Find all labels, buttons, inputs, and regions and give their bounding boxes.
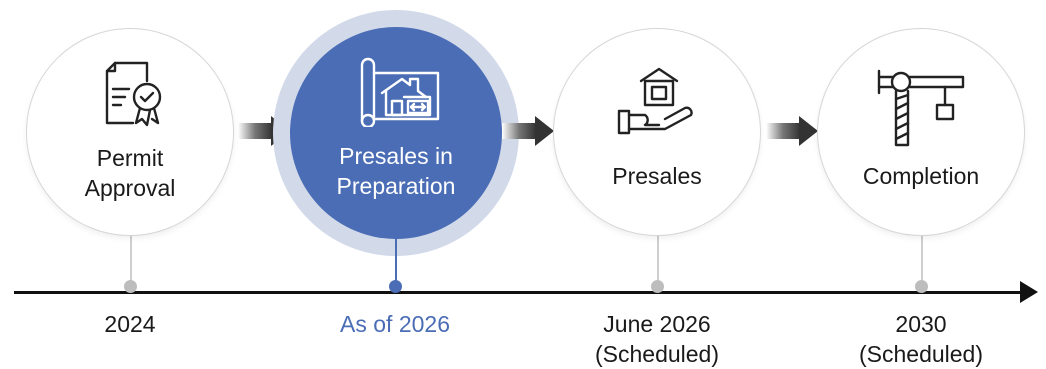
- construction-crane-icon: [877, 69, 965, 147]
- date-label: 2030 (Scheduled): [858, 311, 984, 367]
- connector-2: [395, 236, 397, 288]
- timeline-dot: [124, 280, 137, 293]
- arrow-right-icon: [502, 116, 554, 146]
- connector-1: [130, 232, 132, 287]
- date-label-active: As of 2026: [340, 311, 450, 337]
- timeline-axis: [14, 291, 1022, 294]
- step-label: Completion: [862, 163, 980, 189]
- timeline-dot: [915, 280, 928, 293]
- house-in-hand-icon: [617, 67, 693, 135]
- building-blueprint-icon: [360, 57, 440, 127]
- timeline-dot: [651, 280, 664, 293]
- date-label: 2024: [104, 311, 156, 337]
- step-label: Permit Approval: [84, 145, 176, 201]
- step-presales-in-preparation: Presales in Preparation: [290, 27, 502, 239]
- arrow-right-icon: [766, 116, 818, 146]
- step-label: Presales: [612, 163, 702, 189]
- connector-4: [921, 232, 923, 287]
- timeline-arrowhead-icon: [1020, 281, 1038, 303]
- approved-document-icon: [105, 61, 162, 127]
- step-presales: Presales: [553, 28, 761, 236]
- step-permit-approval: Permit Approval: [26, 28, 234, 236]
- step-completion: Completion: [817, 28, 1025, 236]
- connector-3: [657, 232, 659, 287]
- date-label: June 2026 (Scheduled): [594, 311, 720, 367]
- timeline-dot-active: [389, 280, 402, 293]
- step-label: Presales in Preparation: [336, 143, 456, 199]
